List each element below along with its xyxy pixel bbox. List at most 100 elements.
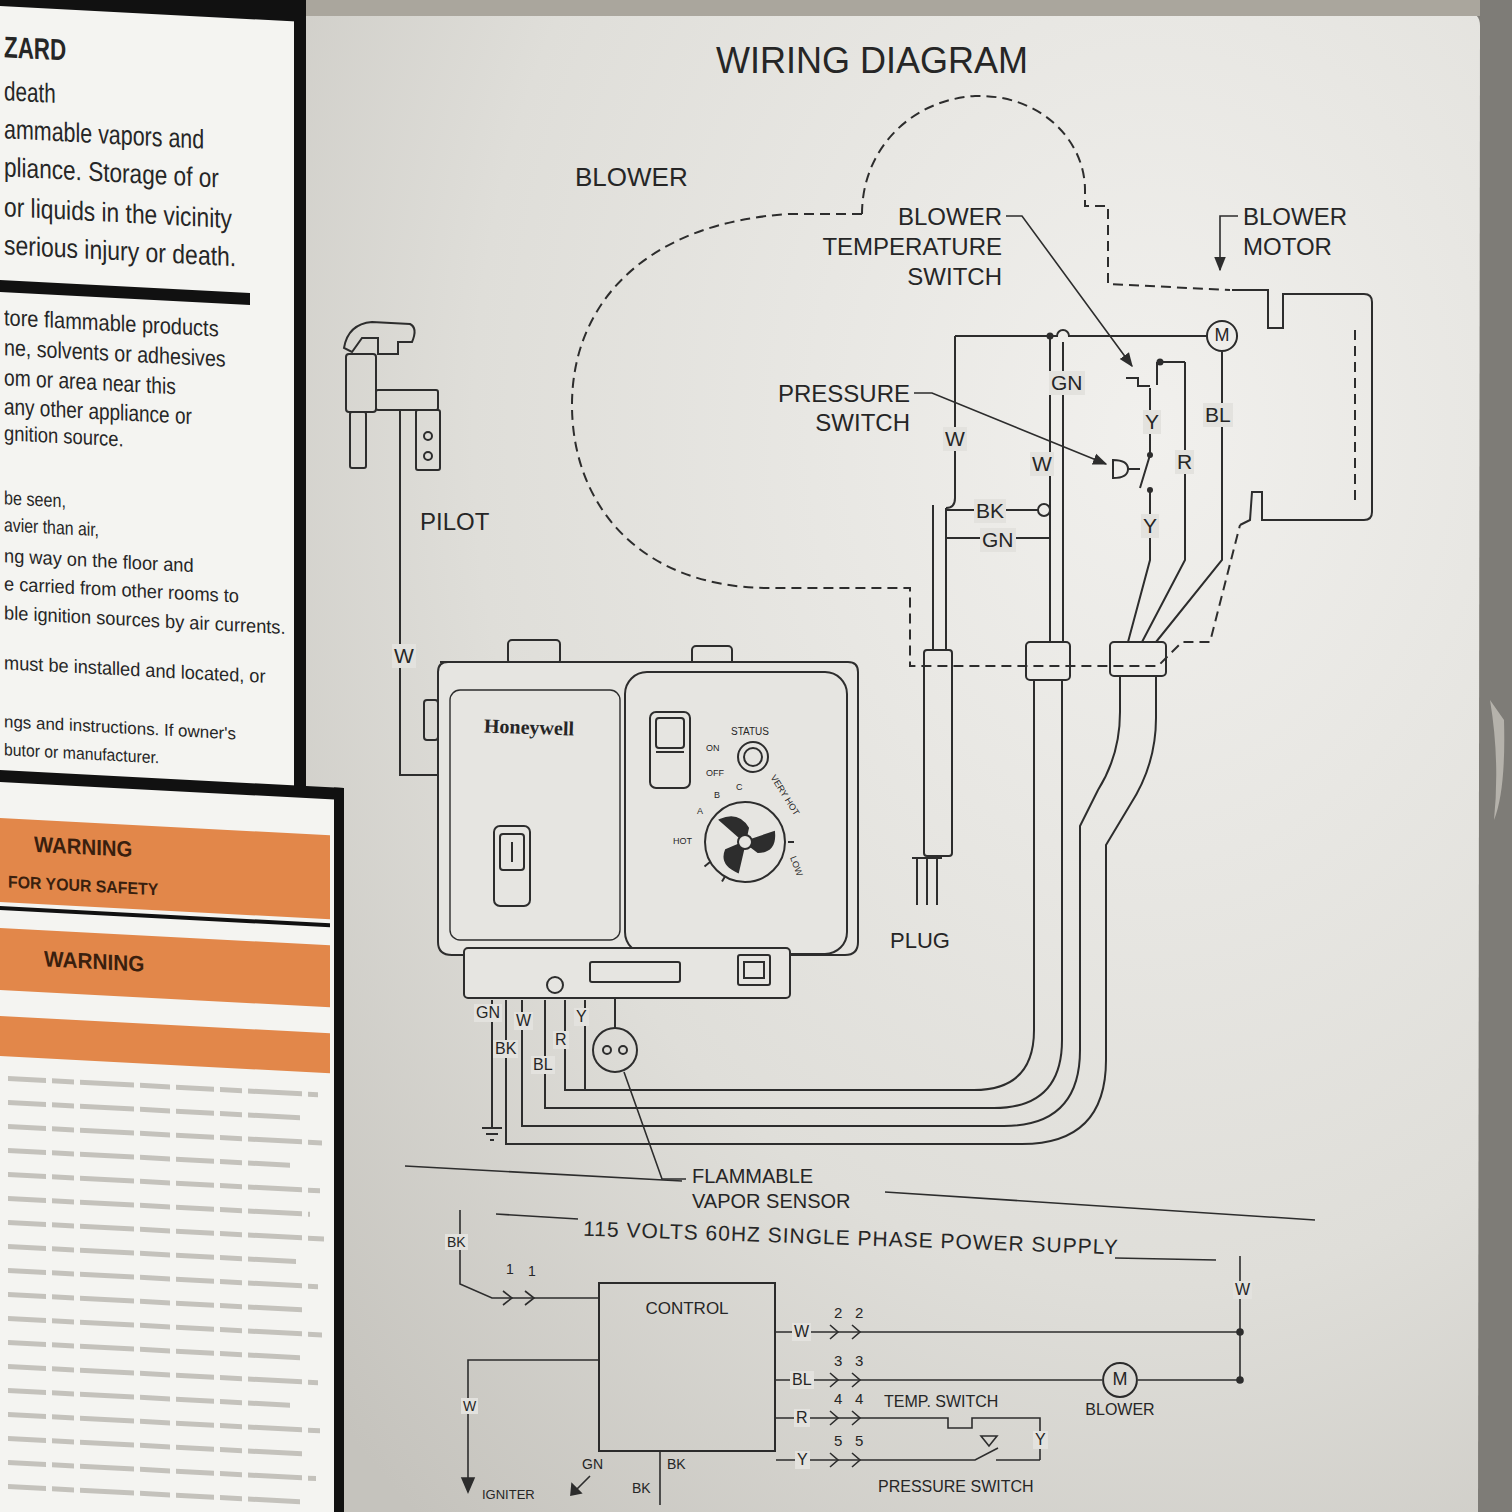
control-box: CONTROL bbox=[598, 1282, 776, 1452]
terminal-number: 2 bbox=[834, 1304, 842, 1321]
dial-label: STATUS bbox=[731, 726, 769, 738]
wire-crossing bbox=[1038, 504, 1050, 516]
bracket-hole bbox=[424, 452, 432, 460]
wire-color-label: BK bbox=[667, 1456, 686, 1472]
wire-color-label: W bbox=[792, 1323, 811, 1341]
part-label: FLAMMABLE VAPOR SENSOR bbox=[692, 1164, 877, 1214]
wire bbox=[776, 1256, 1240, 1380]
wire-color-label: W bbox=[1030, 452, 1054, 476]
leader-line bbox=[624, 1072, 686, 1179]
dial-label: VERY HOT bbox=[768, 773, 801, 817]
gas-control bbox=[424, 640, 858, 1144]
knob-vanes bbox=[720, 817, 774, 872]
junction-dot bbox=[1157, 359, 1164, 366]
label-border bbox=[0, 0, 306, 22]
wire-color-label: Y bbox=[1141, 514, 1159, 538]
wire-color-label: R bbox=[1175, 450, 1194, 474]
label-rule bbox=[0, 906, 330, 927]
warning-text: death bbox=[4, 76, 56, 110]
part-label: TEMP. SWITCH bbox=[884, 1393, 998, 1411]
warning-text: be seen, bbox=[4, 487, 66, 512]
terminal-number: 2 bbox=[855, 1304, 863, 1321]
control-tab bbox=[508, 640, 560, 664]
wire-color-label: BK bbox=[974, 499, 1006, 523]
brand-logo: Honeywell bbox=[484, 714, 575, 740]
dial-label: LOW bbox=[788, 855, 805, 878]
blower-housing bbox=[572, 96, 1372, 666]
supply-line bbox=[496, 1214, 1216, 1260]
wire bbox=[506, 1000, 600, 1144]
pilot-bracket bbox=[376, 390, 438, 410]
junction-dot bbox=[1147, 452, 1153, 458]
junction-dot bbox=[1147, 487, 1153, 493]
junction-dot bbox=[1237, 1377, 1243, 1383]
pressure-switch-symbol bbox=[1113, 455, 1150, 488]
part-label: PILOT bbox=[420, 508, 489, 536]
pilot-body bbox=[346, 354, 376, 412]
vapor-sensor bbox=[603, 1046, 611, 1054]
motor-outline bbox=[1207, 321, 1237, 351]
leader-line bbox=[914, 393, 1106, 464]
wire-color-label: R bbox=[794, 1409, 810, 1427]
power-cord bbox=[933, 505, 946, 650]
part-label: IGNITER bbox=[482, 1488, 535, 1503]
label-border bbox=[294, 0, 306, 796]
wire-color-label: Y bbox=[574, 1008, 589, 1026]
sensor-cable bbox=[614, 998, 616, 1028]
pilot-hood bbox=[344, 322, 415, 354]
terminal-strip bbox=[464, 948, 790, 998]
dial-label: OFF bbox=[706, 768, 724, 778]
wire bbox=[776, 1379, 1102, 1381]
terminal-number: 1 bbox=[506, 1261, 514, 1277]
control-body bbox=[438, 662, 858, 955]
warning-text: WARNING bbox=[44, 946, 144, 977]
node-text: M bbox=[1113, 1370, 1128, 1390]
pressure-switch-symbol bbox=[981, 1436, 997, 1446]
wire bbox=[460, 1210, 598, 1298]
wire-color-label: W bbox=[461, 1398, 478, 1414]
part-label: BLOWER TEMPERATURE SWITCH bbox=[790, 202, 1002, 292]
cable-connector bbox=[1026, 642, 1070, 680]
plug-body bbox=[924, 650, 952, 856]
terminal-number: 1 bbox=[528, 1263, 536, 1279]
connector-symbol bbox=[503, 1291, 534, 1305]
wire-color-label: Y bbox=[1143, 410, 1161, 434]
terminal-number: 4 bbox=[855, 1390, 863, 1407]
motor-symbol: MBLOWER bbox=[1102, 1362, 1138, 1398]
terminal-number: 3 bbox=[834, 1352, 842, 1369]
wire-color-label: BL bbox=[1203, 403, 1233, 427]
terminal-socket bbox=[738, 955, 770, 985]
pilot-tube bbox=[350, 412, 366, 468]
wire-color-label: W bbox=[514, 1012, 533, 1030]
wire bbox=[1126, 352, 1222, 642]
warning-band bbox=[0, 1016, 330, 1073]
wire-color-label: GN bbox=[582, 1456, 603, 1472]
blower-outline bbox=[862, 96, 1355, 500]
igniter-button bbox=[500, 834, 524, 870]
wire-color-label: BL bbox=[790, 1371, 814, 1389]
plug-prongs bbox=[912, 858, 942, 905]
dial-label: C bbox=[736, 782, 743, 792]
control-panel bbox=[625, 672, 847, 954]
temperature-knob bbox=[705, 802, 785, 882]
wire bbox=[776, 1418, 1040, 1460]
wire-color-label: W bbox=[943, 427, 967, 451]
power-rocker bbox=[656, 751, 684, 753]
part-label: PRESSURE SWITCH bbox=[758, 379, 910, 437]
wall-speck bbox=[1490, 700, 1504, 820]
schematic bbox=[405, 1166, 1315, 1505]
motor-outline bbox=[1103, 1363, 1137, 1397]
part-label: BLOWER MOTOR bbox=[1243, 202, 1378, 262]
wire-color-label: BL bbox=[531, 1056, 555, 1074]
blower-outline bbox=[572, 214, 1240, 666]
node-text: CONTROL bbox=[645, 1300, 728, 1319]
vapor-sensor bbox=[619, 1046, 627, 1054]
label-paper bbox=[0, 0, 340, 1512]
wire bbox=[576, 1452, 660, 1505]
label-border bbox=[0, 770, 344, 800]
wire-color-label: Y bbox=[795, 1451, 810, 1469]
motor-symbol: M bbox=[1206, 320, 1238, 352]
junction-dot bbox=[1047, 333, 1054, 340]
status-light bbox=[744, 748, 762, 766]
vapor-sensor bbox=[593, 1028, 637, 1072]
